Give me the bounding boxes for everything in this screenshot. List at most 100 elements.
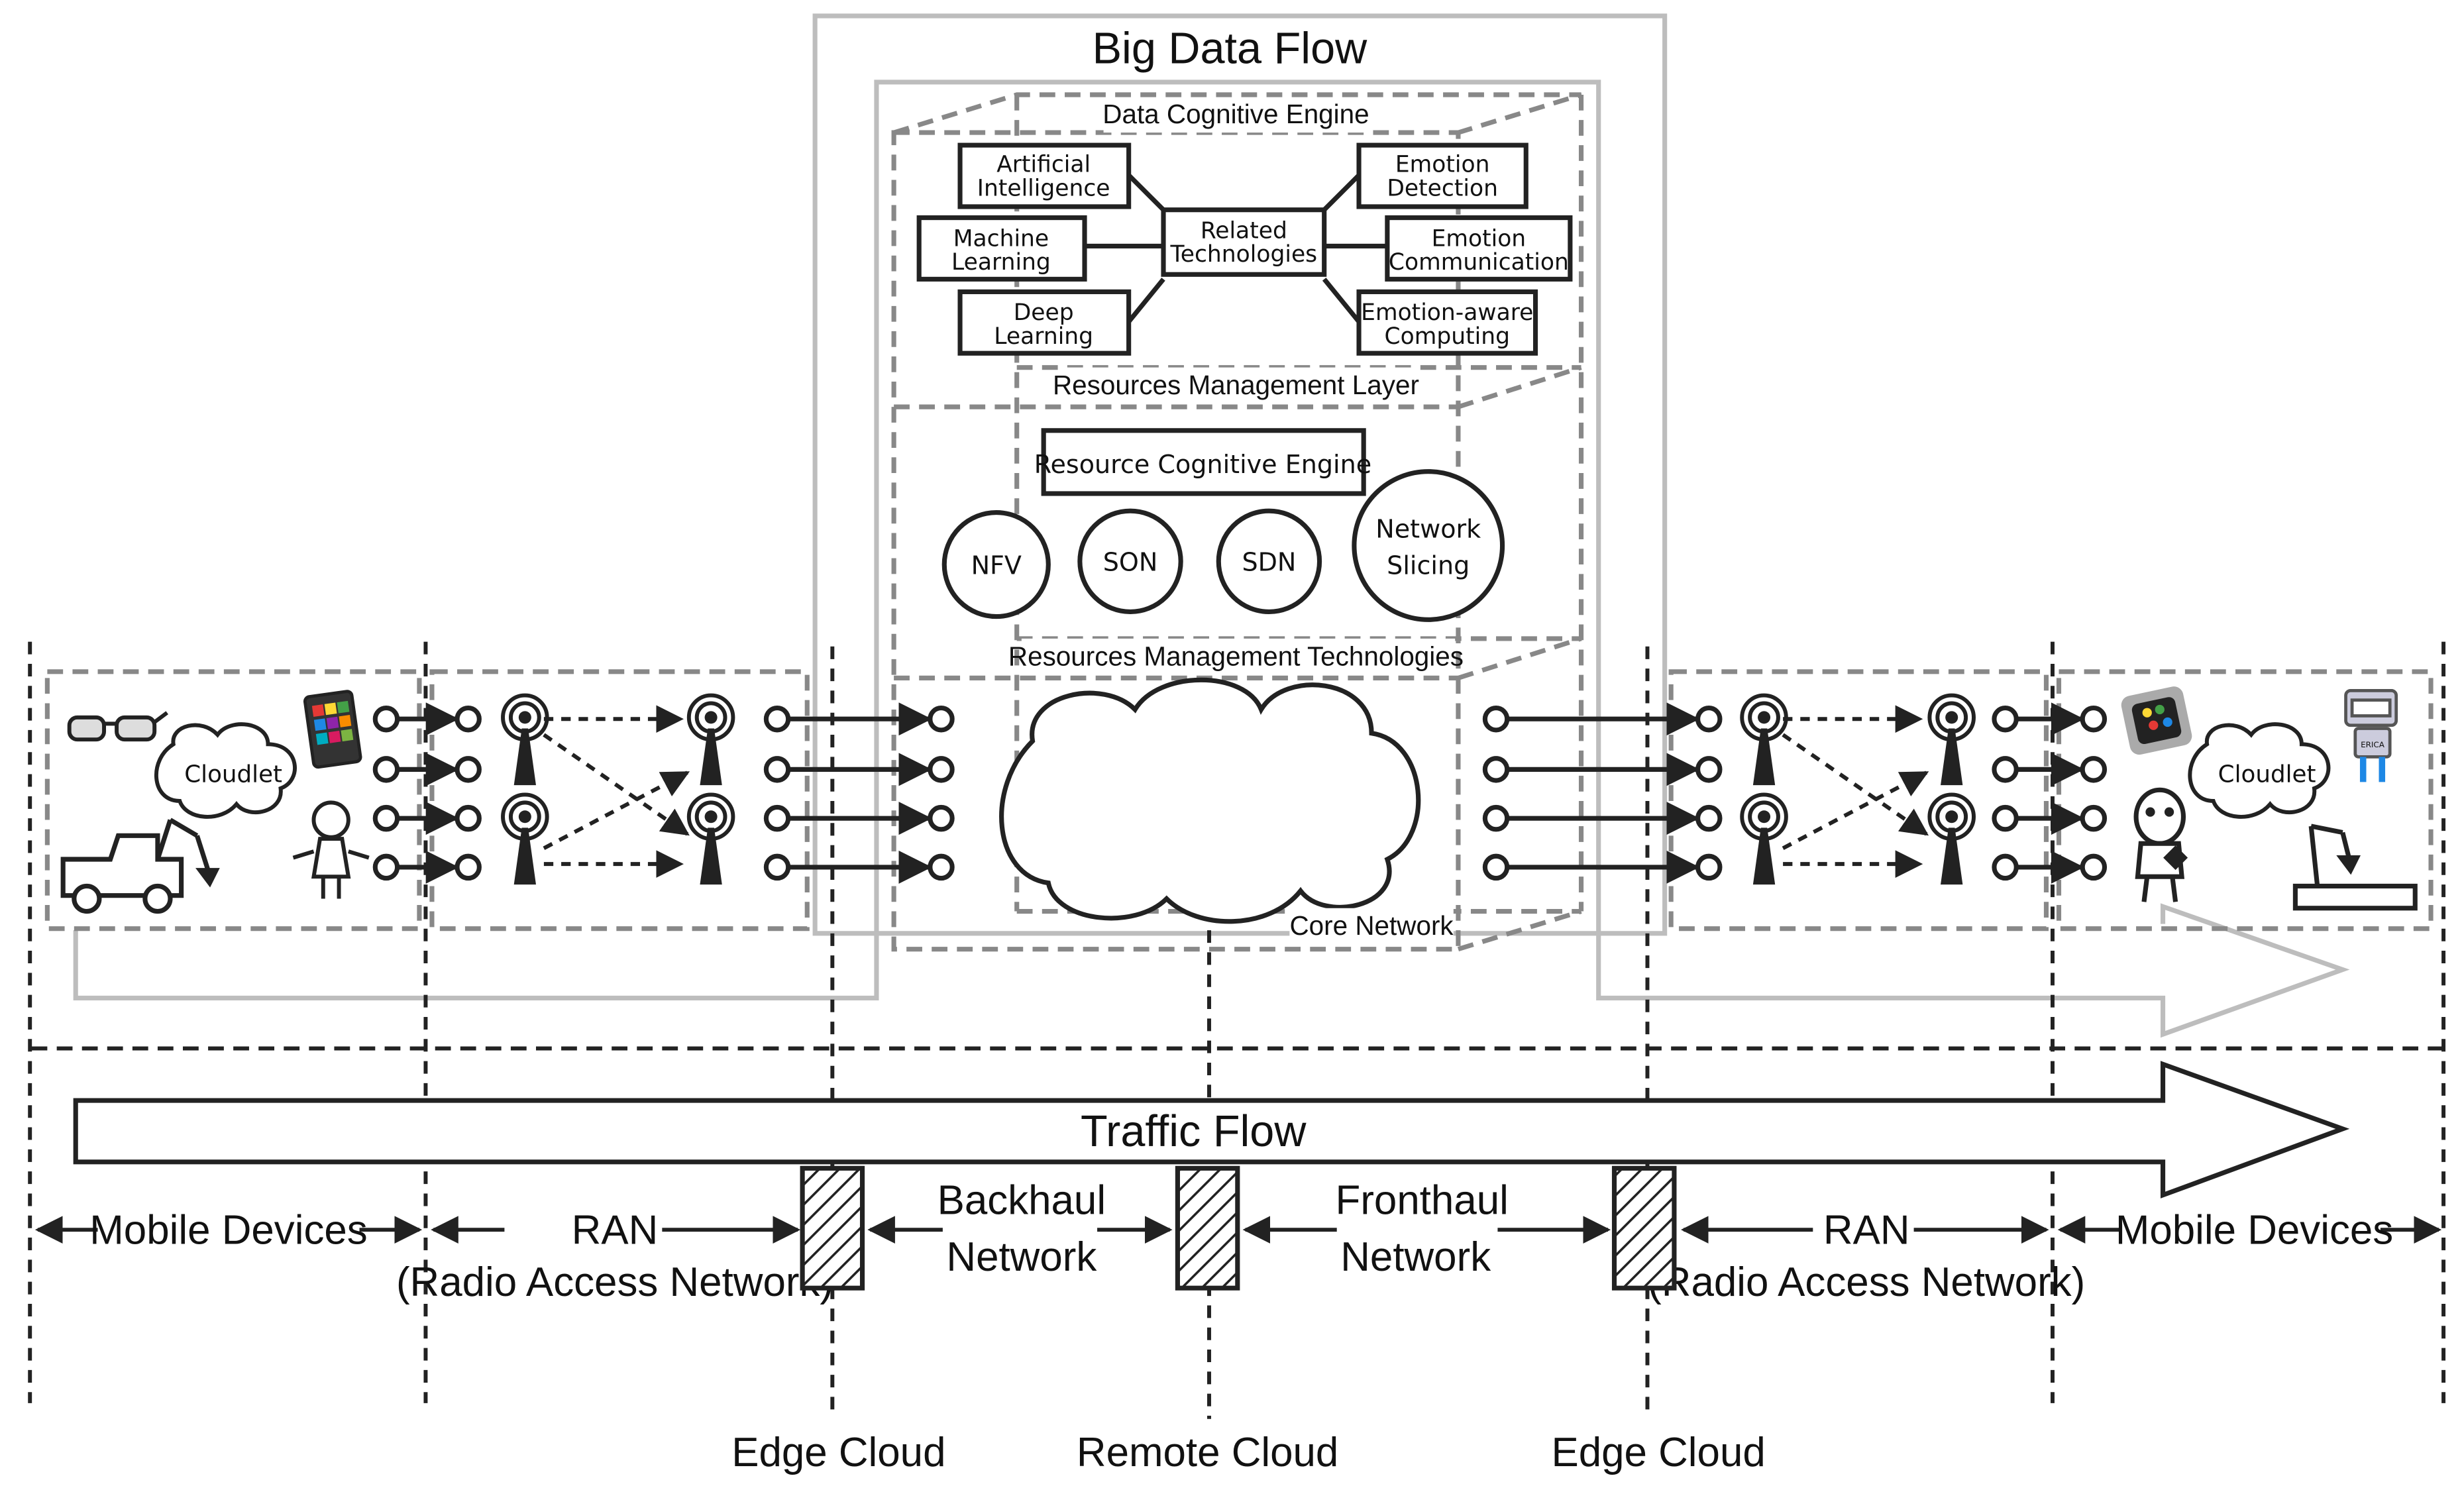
core-network-cloud (999, 677, 1421, 924)
emotion-detection-label-1: Emotion (1395, 152, 1490, 178)
cell-tower-icon (1929, 794, 1974, 884)
traffic-flow-label: Traffic Flow (1081, 1107, 1307, 1156)
port-node (928, 756, 955, 783)
resource-cognitive-engine-box (1041, 428, 1366, 496)
dce-connectors (1085, 173, 1387, 323)
network-slicing-label-1: Network (1375, 515, 1481, 544)
port-node (2080, 853, 2108, 881)
left-ran-box (429, 669, 810, 931)
port-node (1695, 804, 1723, 832)
robot-badge: ERICA (2361, 740, 2385, 749)
emotion-communication-box (1385, 215, 1573, 282)
edge-cloud-left-label: Edge Cloud (731, 1430, 945, 1475)
vehicle-icon (60, 833, 184, 914)
emotion-aware-computing-box (1356, 289, 1538, 356)
cloudlet-left-label: Cloudlet (184, 761, 282, 788)
robot-arm-icon (155, 818, 220, 888)
port-node (763, 756, 791, 783)
resource-cognitive-engine-label: Resource Cognitive Engine (1034, 450, 1371, 479)
tablet-icon (303, 690, 362, 769)
traffic-flow-arrow (73, 1061, 2350, 1198)
port-node (928, 706, 955, 733)
port-node (1695, 706, 1723, 733)
edge-cloud-left-block (800, 1165, 865, 1291)
ai-label-2: Intelligence (977, 175, 1110, 201)
ml-box (916, 215, 1087, 282)
nfv-circle (941, 509, 1051, 619)
resources-management-technologies-label: Resources Management Technologies (1008, 641, 1464, 671)
ai-box (957, 142, 1132, 209)
port-node (455, 804, 482, 832)
girl-icon (292, 800, 370, 899)
big-data-flow-outline (73, 80, 2350, 1038)
cloudlet-right-label: Cloudlet (2218, 761, 2316, 788)
right-device-box (2056, 669, 2434, 931)
resources-management-layer-label: Resources Management Layer (1053, 370, 1419, 400)
emotion-communication-label-2: Communication (1389, 249, 1569, 276)
port-node (1482, 756, 1510, 783)
smartwatch-icon (2121, 686, 2192, 755)
port-node (372, 706, 400, 733)
emotion-aware-label-2: Computing (1385, 323, 1510, 350)
data-cognitive-engine-label: Data Cognitive Engine (1102, 99, 1369, 129)
port-node (2080, 706, 2108, 733)
port-node (372, 804, 400, 832)
network-slicing-label-2: Slicing (1387, 551, 1470, 580)
emotion-detection-label-2: Detection (1387, 175, 1498, 201)
remote-cloud-block (1175, 1165, 1240, 1291)
right-ran-box (1668, 669, 2049, 931)
port-node (763, 804, 791, 832)
port-node (1992, 804, 2019, 832)
smart-glasses-icon (67, 711, 169, 742)
cell-tower-icon (1742, 696, 1786, 786)
port-node (372, 853, 400, 881)
port-node (763, 706, 791, 733)
port-node (372, 756, 400, 783)
port-node (1695, 756, 1723, 783)
big-data-flow-frame (812, 13, 1668, 936)
port-node (455, 706, 482, 733)
mobile-devices-left-label: Mobile Devices (89, 1208, 367, 1253)
son-circle (1077, 508, 1183, 615)
big-data-flow-title: Big Data Flow (1093, 24, 1368, 73)
left-device-box (44, 669, 422, 931)
sdn-label: SDN (1242, 548, 1296, 577)
sdn-circle (1216, 508, 1322, 615)
dl-label-1: Deep (1014, 299, 1074, 326)
cloudlet-right-cloud (2188, 722, 2331, 819)
port-node (1992, 853, 2019, 881)
port-node (1695, 853, 1723, 881)
port-node (455, 853, 482, 881)
dl-box (957, 289, 1132, 356)
ran-left-label-2: (Radio Access Network) (396, 1259, 833, 1305)
person-icon (2133, 787, 2188, 902)
cell-tower-icon (1929, 696, 1974, 786)
related-label-2: Technologies (1170, 241, 1318, 268)
robot-icon (2344, 689, 2398, 782)
ran-right-label-2: (Radio Access Network) (1648, 1259, 2085, 1305)
fronthaul-label-2: Network (1340, 1234, 1491, 1280)
network-slicing-circle (1352, 469, 1505, 622)
fronthaul-label-1: Fronthaul (1336, 1177, 1509, 1223)
ai-label-1: Artificial (996, 152, 1091, 178)
cell-tower-icon (1742, 794, 1786, 884)
tower-links (543, 705, 1929, 878)
son-label: SON (1103, 548, 1158, 577)
emotion-aware-label-1: Emotion-aware (1361, 299, 1533, 326)
remote-cloud-label: Remote Cloud (1077, 1430, 1338, 1475)
edge-cloud-right-block (1611, 1165, 1677, 1291)
cell-tower-icon (503, 794, 547, 884)
port-node (1482, 804, 1510, 832)
port-node (1992, 706, 2019, 733)
emotion-communication-label-1: Emotion (1432, 225, 1527, 252)
port-node (1482, 706, 1510, 733)
ran-left-label-1: RAN (572, 1208, 659, 1253)
core-network-label: Core Network (1289, 910, 1454, 941)
related-label-1: Related (1201, 218, 1287, 244)
dl-label-2: Learning (994, 323, 1093, 350)
nfv-label: NFV (971, 551, 1022, 580)
cloudlet-left-cloud (154, 722, 297, 819)
robot-arm-icon (2292, 824, 2418, 911)
cell-tower-icon (689, 794, 733, 884)
